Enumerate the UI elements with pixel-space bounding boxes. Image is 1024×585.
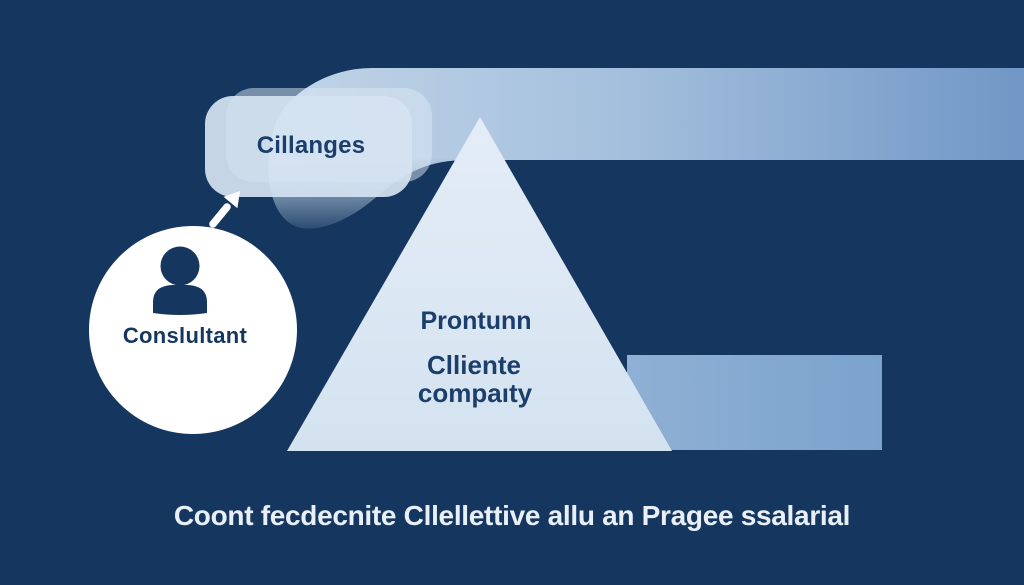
flow-band xyxy=(268,68,1024,229)
side-bar-shape xyxy=(627,355,882,450)
person-icon xyxy=(153,246,207,315)
consultant-circle xyxy=(89,226,297,434)
pyramid-shape xyxy=(287,117,672,451)
cursor-arrow-icon xyxy=(209,191,240,228)
speech-bubble xyxy=(205,96,412,197)
